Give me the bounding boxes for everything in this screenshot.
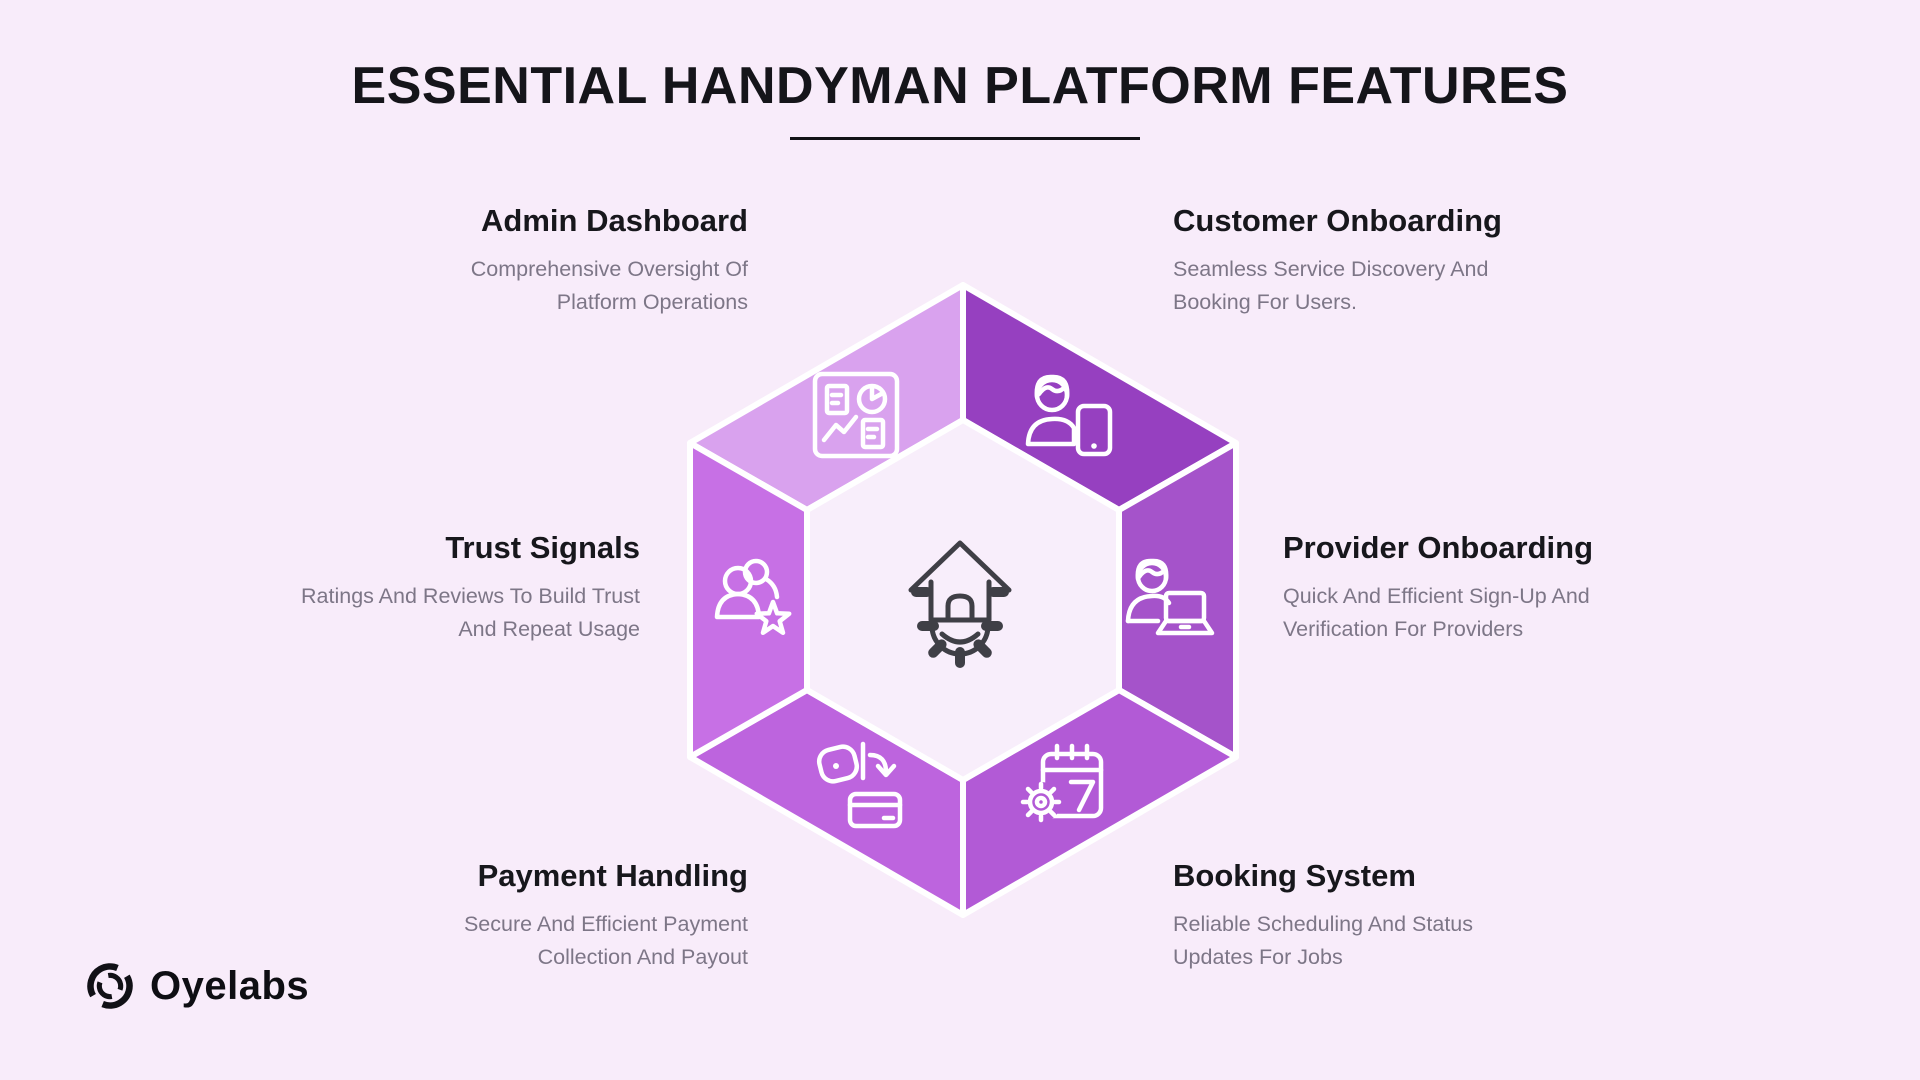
title-underline: [790, 137, 1140, 140]
provider-laptop-icon: [1125, 558, 1215, 636]
feature-customer-onboarding: Customer Onboarding Seamless Service Dis…: [1173, 203, 1633, 319]
customer-phone-icon: [1025, 374, 1113, 457]
feature-admin-dashboard: Admin Dashboard Comprehensive Oversight …: [298, 203, 748, 319]
oyelabs-ring-icon: [87, 963, 133, 1009]
feature-provider-onboarding: Provider Onboarding Quick And Efficient …: [1283, 530, 1743, 646]
oyelabs-logo: Oyelabs: [84, 960, 309, 1012]
feature-title: Booking System: [1173, 858, 1416, 893]
users-star-icon: [714, 558, 792, 636]
feature-payment-handling: Payment Handling Secure And Efficient Pa…: [298, 858, 748, 974]
house-gear-icon: [908, 540, 1012, 668]
dashboard-icon: [812, 371, 900, 459]
feature-title: Customer Onboarding: [1173, 203, 1502, 238]
feature-trust-signals: Trust Signals Ratings And Reviews To Bui…: [190, 530, 640, 646]
feature-title: Provider Onboarding: [1283, 530, 1594, 565]
page-title: ESSENTIAL HANDYMAN PLATFORM FEATURES: [351, 57, 1569, 115]
feature-title: Payment Handling: [477, 858, 748, 893]
feature-description: Reliable Scheduling And Status Updates F…: [1173, 911, 1474, 969]
feature-description: Quick And Efficient Sign-Up And Verifica…: [1283, 583, 1590, 641]
feature-description: Comprehensive Oversight Of Platform Oper…: [470, 256, 748, 314]
feature-title: Trust Signals: [445, 530, 640, 565]
feature-description: Ratings And Reviews To Build Trust And R…: [301, 583, 640, 641]
feature-title: Admin Dashboard: [481, 203, 748, 238]
feature-booking-system: Booking System Reliable Scheduling And S…: [1173, 858, 1633, 974]
calendar-gear-icon: [1020, 743, 1104, 823]
feature-description: Seamless Service Discovery And Booking F…: [1173, 256, 1489, 314]
wallet-card-icon: [816, 741, 903, 829]
feature-description: Secure And Efficient Payment Collection …: [463, 911, 748, 969]
logo-wordmark: Oyelabs: [150, 963, 310, 1008]
